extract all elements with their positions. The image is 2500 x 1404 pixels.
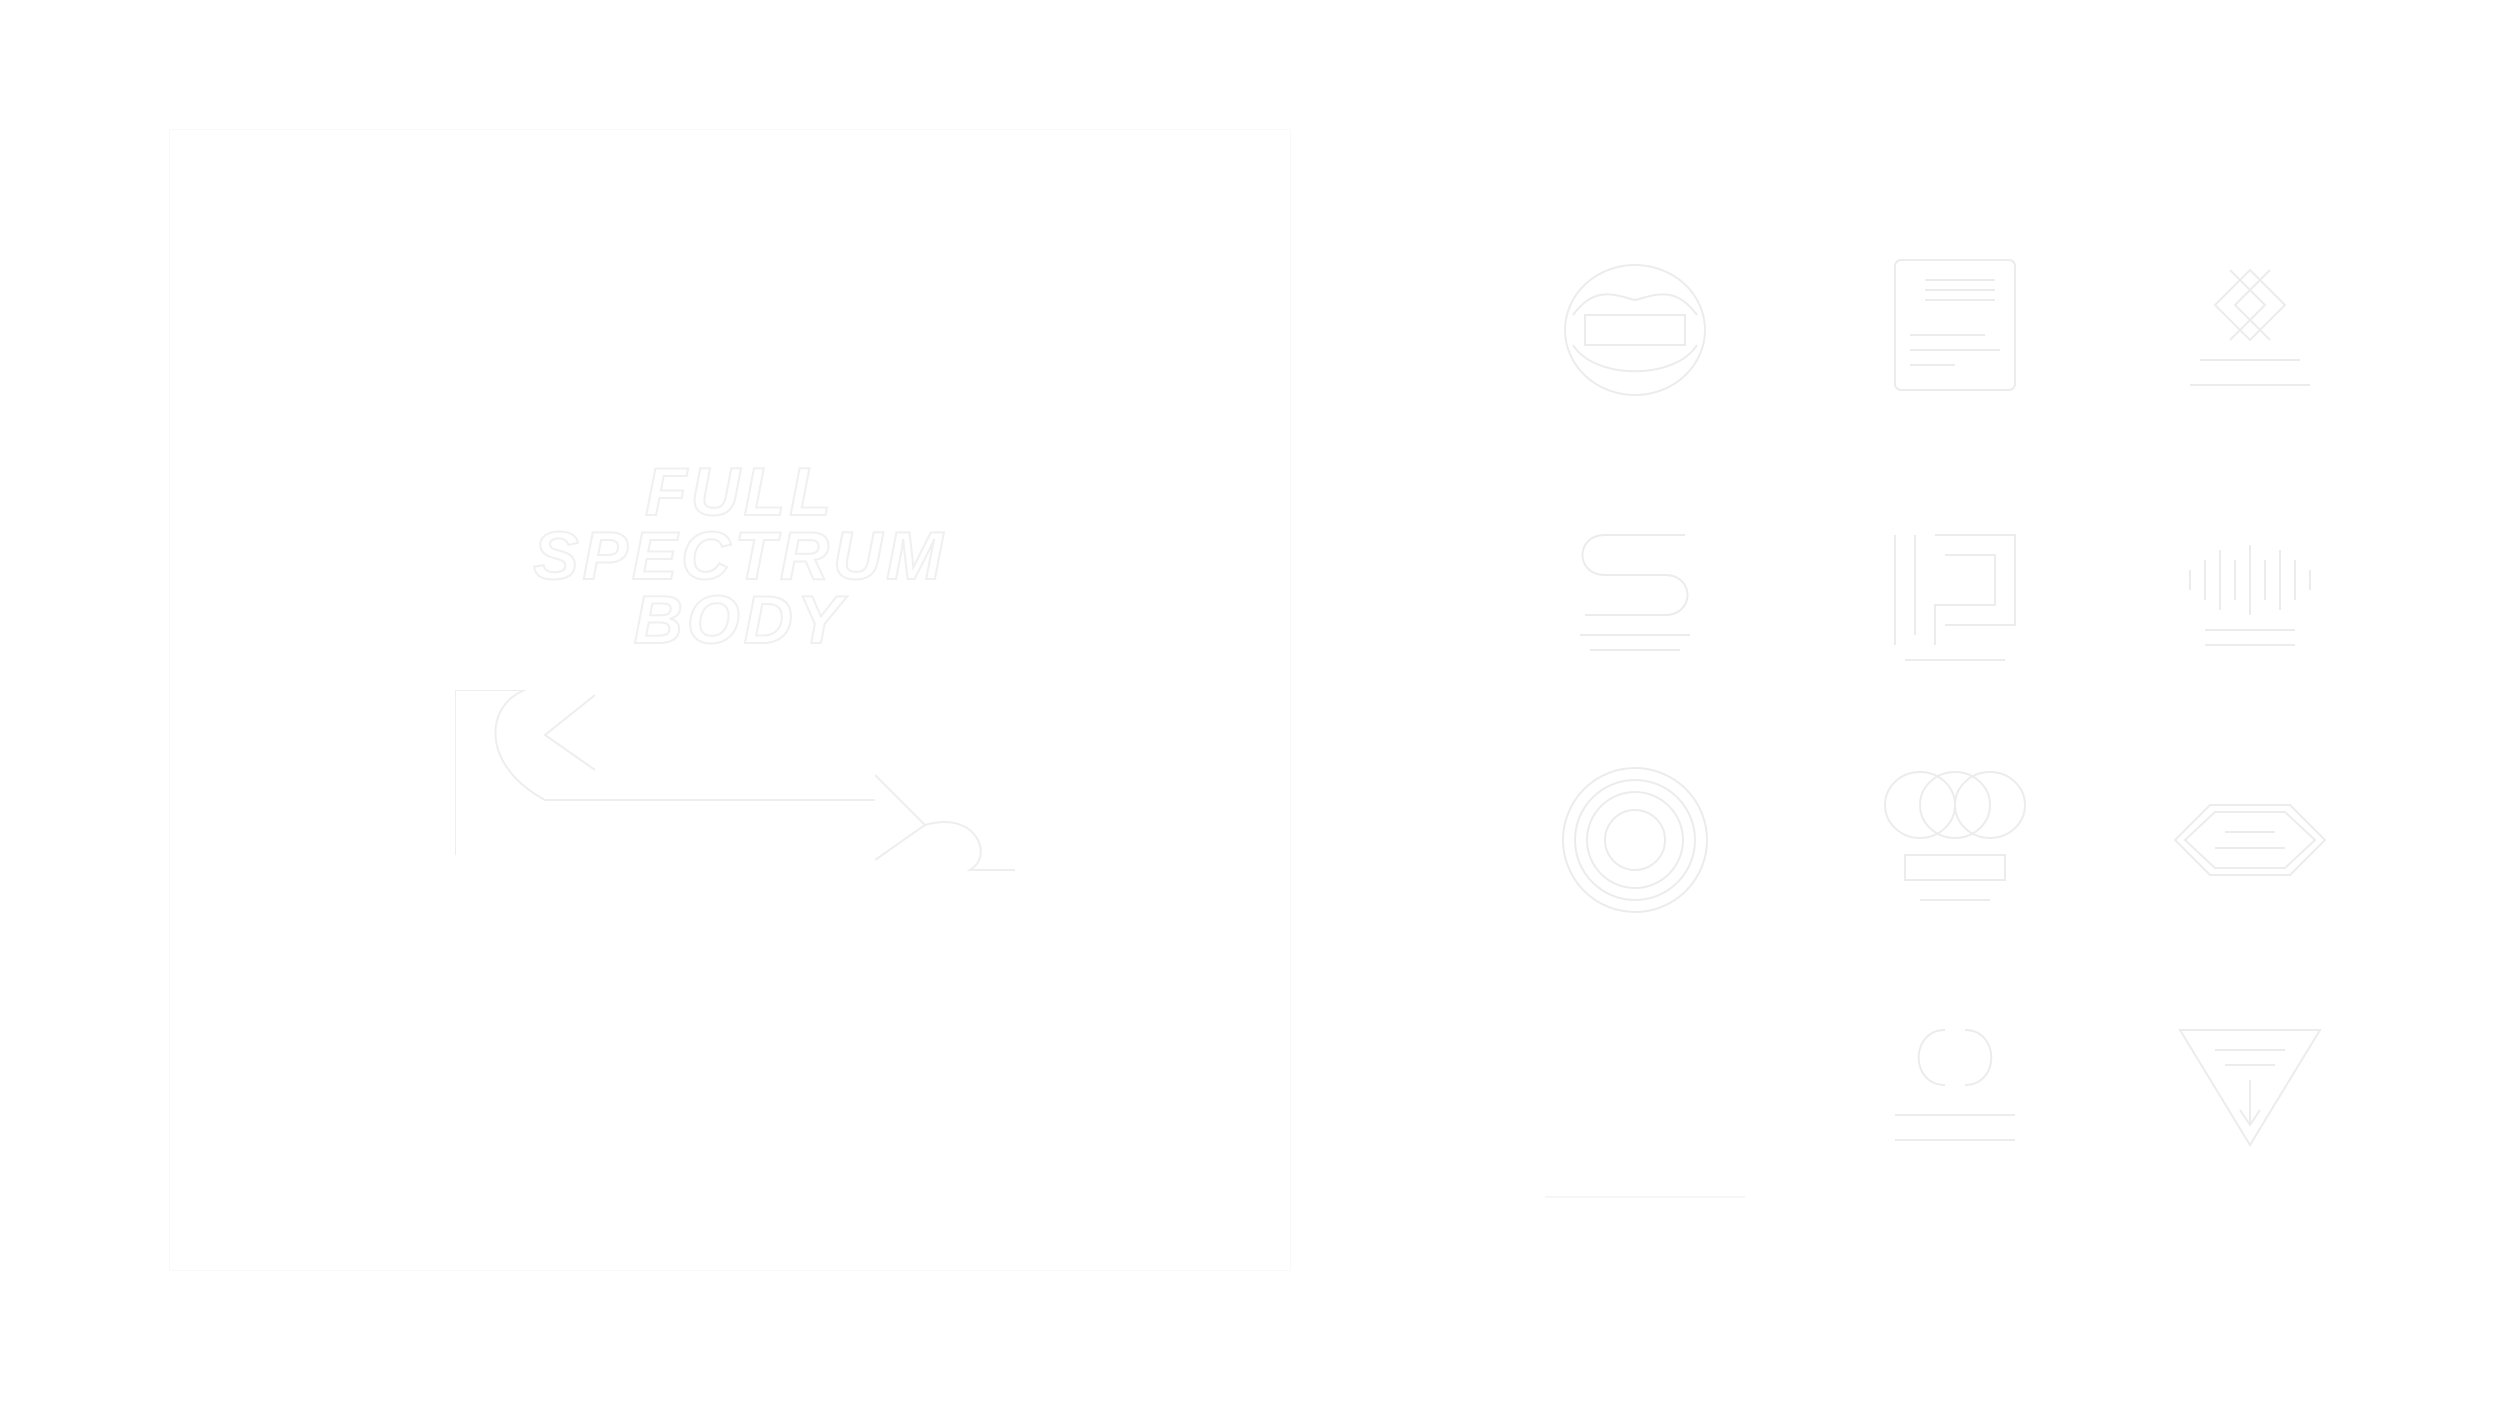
overlapping-rings-icon [1875, 760, 2035, 920]
hero-title: FULL SPECTRUM BODY [460, 454, 1020, 658]
lips-badge-icon [1555, 250, 1715, 410]
hero-title-line-2: SPECTRUM [532, 518, 947, 594]
knot-emblem-icon [2170, 250, 2330, 410]
concentric-circle-icon [1555, 760, 1715, 920]
tablet-card-icon [1875, 250, 2035, 410]
logo-grid [1540, 250, 2360, 1210]
hero-title-line-3: BODY [633, 582, 847, 658]
arrow-loop-mark-icon [454, 689, 1015, 880]
maze-glyph-icon [1875, 515, 2035, 675]
stacked-s-icon [1555, 515, 1715, 675]
soundwave-icon [2170, 515, 2330, 675]
divider-line [1545, 1196, 1745, 1198]
hero-title-line-1: FULL [644, 454, 835, 530]
linked-c-icon [1875, 1015, 2035, 1175]
inverted-triangle-icon [2170, 1015, 2330, 1175]
hexagon-banner-icon [2170, 760, 2330, 920]
